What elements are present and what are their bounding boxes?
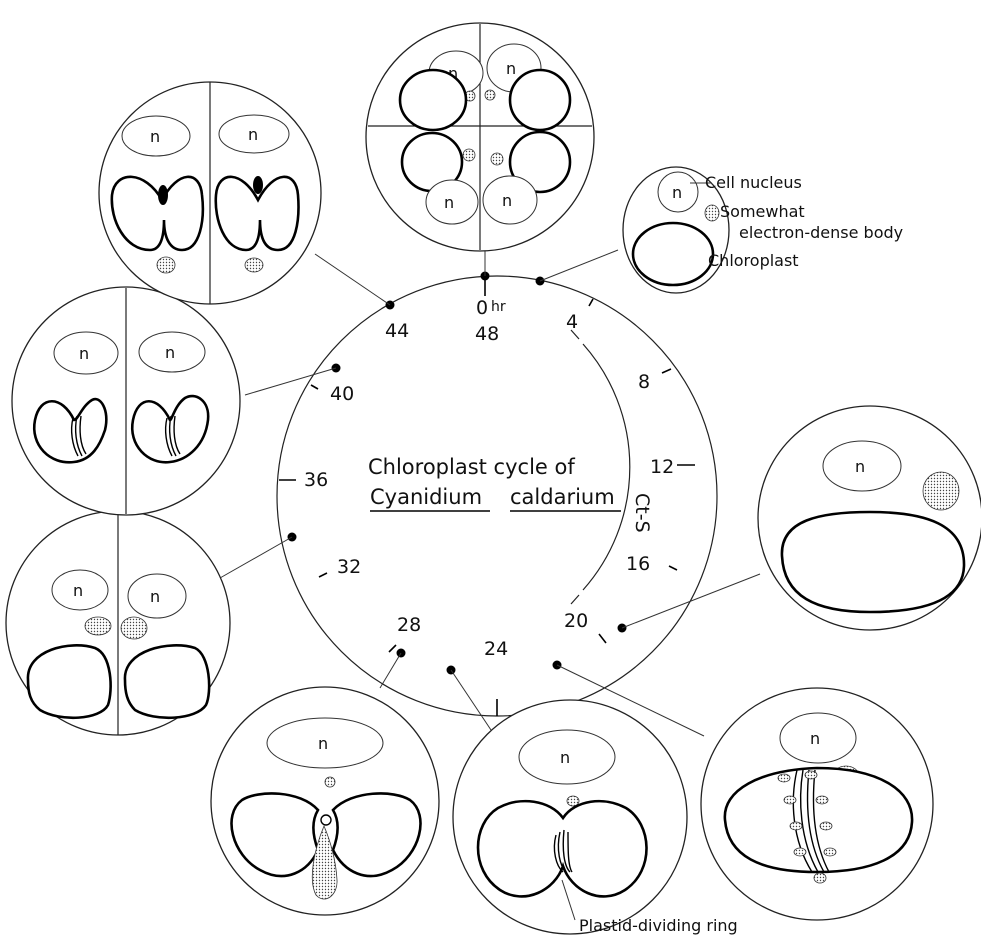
ct-s-label: Ct-S <box>631 493 653 533</box>
chloroplast <box>725 768 912 872</box>
legend-dense-body-line2: electron-dense body <box>739 223 903 242</box>
tick-28 <box>389 645 396 652</box>
svg-text:n: n <box>560 748 570 767</box>
tick-32 <box>319 573 327 577</box>
hour-label-4: 4 <box>566 311 578 333</box>
hour-label-24: 24 <box>484 638 508 660</box>
svg-text:n: n <box>502 191 512 210</box>
svg-text:n: n <box>150 127 160 146</box>
hour-label-12: 12 <box>650 456 674 478</box>
chloroplast <box>633 223 713 285</box>
diagram-title-species-genus: Cyanidium <box>370 485 482 509</box>
legend-cell-nucleus: Cell nucleus <box>705 173 802 192</box>
svg-text:n: n <box>165 343 175 362</box>
svg-text:n: n <box>318 734 328 753</box>
tick-8 <box>662 369 671 373</box>
plastid-dividing-ring <box>253 176 263 194</box>
hour-label-32: 32 <box>337 556 361 578</box>
hour-label-28: 28 <box>397 614 421 636</box>
cell-stage-0h: n n n n <box>366 23 594 251</box>
legend-chloroplast: Chloroplast <box>708 251 799 270</box>
svg-text:n: n <box>444 193 454 212</box>
svg-text:n: n <box>506 59 516 78</box>
electron-dense-body <box>705 205 719 221</box>
hour-label-36: 36 <box>304 469 328 491</box>
svg-text:n: n <box>855 457 865 476</box>
tick-4 <box>589 299 593 306</box>
cell-stage-20h: n <box>758 406 981 630</box>
cell-stage-34h: n n <box>6 511 230 735</box>
diagram-title-species-epithet: caldarium <box>510 485 615 509</box>
hour-label-44: 44 <box>385 320 409 342</box>
chloroplast <box>510 70 570 130</box>
electron-dense-body <box>923 472 959 510</box>
leader-lines <box>220 242 760 736</box>
plastid-dividing-ring-label: Plastid-dividing ring <box>579 916 738 935</box>
hour-label-20: 20 <box>564 610 588 632</box>
tick-40 <box>311 385 318 389</box>
cell-stage-22h: n <box>701 688 933 920</box>
cell-stage-26h: n Plastid-dividing ring <box>453 700 738 935</box>
cycle-clock: 0 hr 48 4 8 12 16 20 24 28 32 36 40 44 C… <box>277 272 717 717</box>
cell-stage-42h: n n <box>12 287 240 515</box>
ct-s-arc <box>583 344 630 590</box>
svg-text:n: n <box>810 729 820 748</box>
svg-text:n: n <box>79 344 89 363</box>
plastid-dividing-ring <box>158 185 168 205</box>
chloroplast <box>125 645 209 717</box>
hour-label-8: 8 <box>638 371 650 393</box>
cell-stage-2h: n Cell nucleus Somewhat electron-dense b… <box>623 167 903 293</box>
hour-label-48: 48 <box>475 323 499 345</box>
hour-unit-label: hr <box>491 299 506 315</box>
cell-stage-28h: n <box>211 687 439 915</box>
tick-16 <box>669 566 677 570</box>
svg-text:n: n <box>73 581 83 600</box>
hour-label-16: 16 <box>626 553 650 575</box>
hour-label-0: 0 <box>476 297 488 319</box>
tick-20 <box>599 634 606 643</box>
chloroplast <box>782 512 964 612</box>
cell-stage-44h: n n <box>99 82 321 304</box>
diagram-title-line1: Chloroplast cycle of <box>368 455 575 479</box>
chloroplast <box>28 645 111 717</box>
hour-label-40: 40 <box>330 383 354 405</box>
chloroplast <box>400 70 466 130</box>
svg-text:n: n <box>248 125 258 144</box>
ct-s-arc-dash-bottom <box>571 595 579 604</box>
svg-text:n: n <box>672 183 682 202</box>
svg-text:n: n <box>150 587 160 606</box>
legend-dense-body-line1: Somewhat <box>720 202 805 221</box>
